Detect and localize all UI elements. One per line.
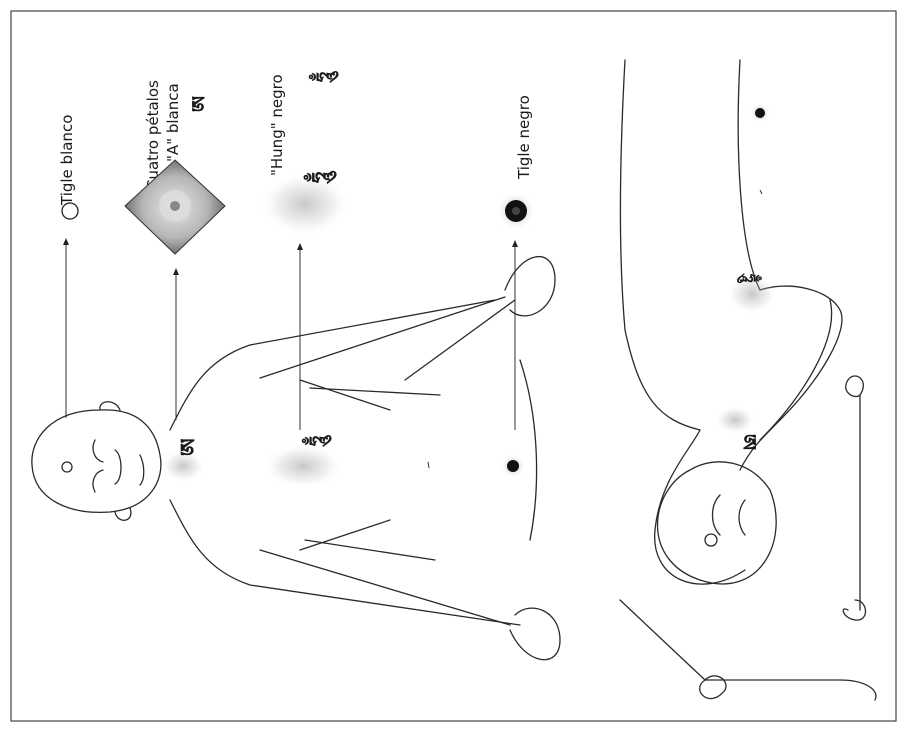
- pointer-arrows: [63, 238, 518, 430]
- four-petal-diamond-icon: [125, 160, 225, 254]
- throat-a-glyph: ཨ: [176, 438, 202, 456]
- label-cuatro-petalos: Cuatro pétalos: [144, 80, 162, 190]
- seated-figure: ཨ ཧཱུྃ: [32, 257, 560, 660]
- label-tigle-negro: Tigle negro: [515, 95, 533, 180]
- label-hung-glyph-top: ཧཱུྃ: [308, 71, 339, 84]
- label-a-glyph-top: ཨ: [187, 96, 211, 112]
- white-tigle-icon: [62, 203, 78, 219]
- label-a-blanca: "A" blanca: [164, 83, 182, 162]
- heart-hung-glyph: ཧཱུྃ: [301, 435, 332, 448]
- label-hung-negro: "Hung" negro: [268, 74, 286, 176]
- reclining-a-glyph: ཨ: [737, 434, 761, 450]
- reclining-figure: ཨ ཧཱུྃ: [620, 60, 876, 700]
- black-tigle-icon: [496, 191, 536, 231]
- label-tigle-blanco: Tigle blanco: [58, 115, 76, 206]
- hung-syllable-icon: ཧཱུྃ: [260, 170, 350, 236]
